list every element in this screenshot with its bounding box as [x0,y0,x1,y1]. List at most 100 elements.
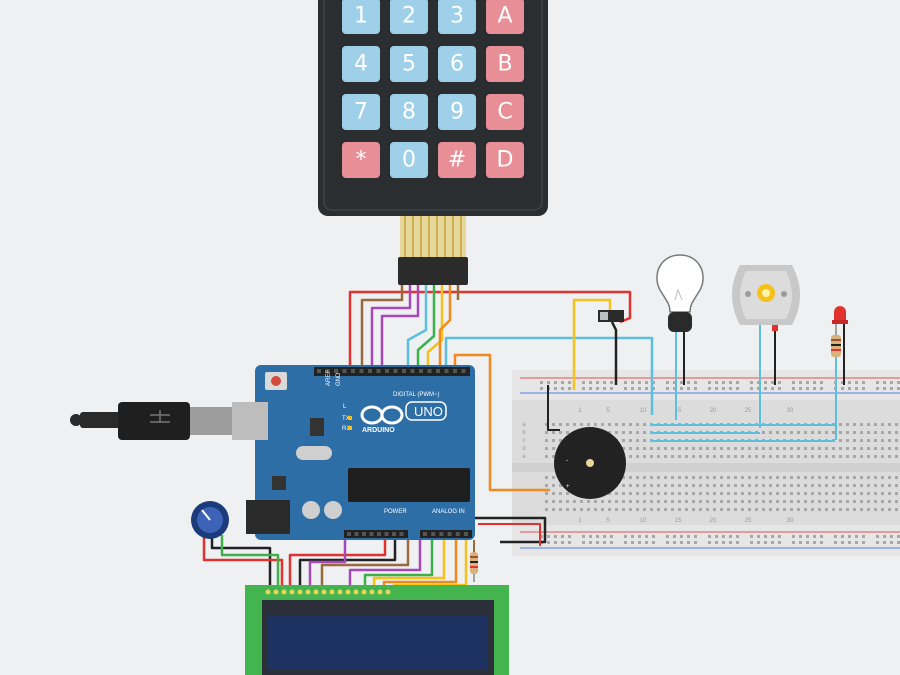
resistor-lcd[interactable] [470,552,478,582]
light-bulb[interactable] [656,254,704,420]
digital-pin-hole[interactable] [453,369,457,373]
lcd-pin[interactable] [345,589,351,595]
keypad-key-D[interactable]: D [486,142,524,178]
digital-pin-hole[interactable] [393,369,398,373]
digital-pin-hole[interactable] [325,369,330,373]
keypad-key-B[interactable]: B [486,46,524,82]
analog-pin-hole[interactable] [447,532,452,536]
lcd-pin[interactable] [385,589,391,595]
wire-black-switch[interactable] [610,321,618,385]
potentiometer[interactable] [191,501,229,539]
keypad-key-8[interactable]: 8 [390,94,428,130]
lcd-pin[interactable] [337,589,343,595]
digital-pin-hole[interactable] [368,369,372,373]
red-led[interactable] [832,306,848,385]
lcd-pin[interactable] [313,589,319,595]
keypad-key-5[interactable]: 5 [390,46,428,82]
digital-pin-hole[interactable] [427,369,432,373]
digital-pin-hole[interactable] [385,369,389,373]
analog-pin-hole[interactable] [423,532,427,536]
lcd-16x2[interactable] [245,585,509,675]
wire-green-keypad[interactable] [416,285,436,375]
lcd-pin[interactable] [329,589,335,595]
power-pin-hole[interactable] [347,532,351,536]
power-pin-hole[interactable] [384,532,389,536]
lcd-pin[interactable] [273,589,279,595]
usb-cable[interactable] [70,402,268,440]
wire-brown-keypad[interactable] [360,285,404,375]
wire-red-lcd[interactable] [288,540,387,587]
wire-purple2-keypad[interactable] [380,285,420,375]
breadboard[interactable]: 1 5 10 15 20 25 30 1 5 10 15 20 25 30 a … [512,370,900,556]
wire-black-pot[interactable] [210,535,272,587]
digital-pin-hole[interactable] [436,369,440,373]
keypad-key-9[interactable]: 9 [438,94,476,130]
keypad-key-A[interactable]: A [486,0,524,34]
keypad-key-3[interactable]: 3 [438,0,476,34]
wire-purple-keypad[interactable] [370,285,412,375]
keypad-key-2[interactable]: 2 [390,0,428,34]
lcd-pin[interactable] [353,589,359,595]
lcd-pin[interactable] [281,589,287,595]
wire-yellow-keypad[interactable] [426,285,444,375]
wire-purple2-lcd[interactable] [308,540,347,587]
power-pin-hole[interactable] [377,532,381,536]
digital-pin-hole[interactable] [376,369,381,373]
analog-pin-hole[interactable] [464,532,468,536]
wire-cyan-breadboard[interactable] [444,336,654,415]
lcd-pin[interactable] [297,589,303,595]
lcd-pin[interactable] [305,589,311,595]
dc-motor[interactable] [732,265,800,428]
power-pin-hole[interactable] [392,532,396,536]
digital-pin-hole[interactable] [444,369,449,373]
digital-pin-hole[interactable] [359,369,364,373]
lcd-pin[interactable] [361,589,367,595]
keypad-key-C[interactable]: C [486,94,524,130]
wire-orange-lcd[interactable] [382,540,458,587]
wire-black-buzzer[interactable] [547,385,560,431]
keypad-key-1[interactable]: 1 [342,0,380,34]
keypad-key-*[interactable]: * [342,142,380,178]
digital-pin-hole[interactable] [402,369,406,373]
slide-switch[interactable] [598,310,624,322]
wire-red-keypad[interactable] [348,290,632,375]
wire-black-lcd[interactable] [298,540,397,587]
wire-cyan-keypad[interactable] [406,285,428,375]
analog-pin-hole[interactable] [439,532,444,536]
keypad-key-#[interactable]: # [438,142,476,178]
digital-pin-hole[interactable] [410,369,415,373]
digital-pin-hole[interactable] [334,369,338,373]
digital-pin-hole[interactable] [317,369,321,373]
power-pin-hole[interactable] [354,532,359,536]
arduino-uno-board[interactable]: AREF GND DIGITAL (PWM~) UNO ARDUINO TX R… [70,365,475,540]
digital-pin-hole[interactable] [342,369,347,373]
keypad-key-0[interactable]: 0 [390,142,428,178]
lcd-pin[interactable] [289,589,295,595]
digital-pin-hole[interactable] [351,369,355,373]
keypad-key-7[interactable]: 7 [342,94,380,130]
power-pin-hole[interactable] [362,532,366,536]
wire-red-5v[interactable] [478,523,541,546]
piezo-buzzer[interactable]: - + [554,427,626,499]
digital-pin-hole[interactable] [419,369,423,373]
led-resistor[interactable] [831,335,841,440]
wire-black-gnd[interactable] [470,516,547,544]
analog-pin-hole[interactable] [455,532,460,536]
wire-red-pot[interactable] [202,535,284,587]
lcd-pin[interactable] [369,589,375,595]
wire-brown-lcd[interactable] [320,540,410,587]
wire-orange-buzzer[interactable] [453,353,550,492]
wire-green-lcd[interactable] [363,540,434,587]
digital-pin-hole[interactable] [461,369,466,373]
wire-green-pot[interactable] [220,535,280,587]
wire-yellow-switch[interactable] [572,298,612,390]
lcd-pin[interactable] [377,589,383,595]
keypad-key-6[interactable]: 6 [438,46,476,82]
keypad-key-4[interactable]: 4 [342,46,380,82]
power-pin-hole[interactable] [399,532,404,536]
lcd-pin[interactable] [321,589,327,595]
wire-orange-keypad[interactable] [438,285,452,375]
analog-pin-hole[interactable] [431,532,436,536]
power-jack[interactable] [246,500,290,534]
